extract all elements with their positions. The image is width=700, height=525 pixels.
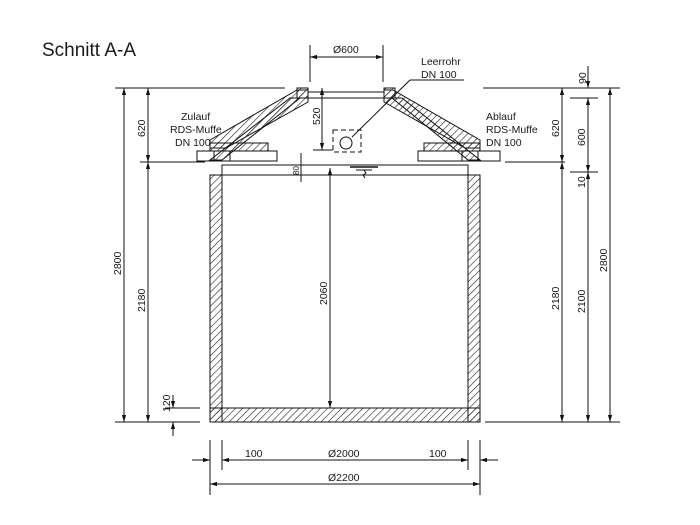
dim-opening-label: Ø600 bbox=[333, 44, 359, 56]
dim-cover: 80 bbox=[292, 166, 301, 175]
dim-right-offset: 90 bbox=[577, 72, 589, 84]
dim-opening bbox=[309, 45, 384, 82]
dim-right-water: 2100 bbox=[576, 289, 588, 313]
dim-bottom: 120 bbox=[161, 394, 173, 412]
conduit-label-2: DN 100 bbox=[421, 69, 457, 81]
dim-outer-diameter: Ø2200 bbox=[328, 472, 360, 484]
conduit-pipe bbox=[332, 79, 464, 153]
dim-inner-diameter: Ø2000 bbox=[328, 448, 360, 460]
dim-wall-right: 100 bbox=[429, 448, 447, 460]
tank-body bbox=[209, 164, 481, 423]
section-title: Schnitt A-A bbox=[42, 40, 136, 61]
dim-cone-height: 520 bbox=[311, 107, 323, 125]
dim-right-gap: 10 bbox=[576, 176, 588, 188]
dim-inner-height: 2060 bbox=[318, 281, 330, 305]
outlet-label-2: RDS-Muffe bbox=[486, 124, 538, 136]
inlet-label-2: RDS-Muffe bbox=[170, 124, 222, 136]
dim-wall-left: 100 bbox=[245, 448, 263, 460]
water-level-symbol bbox=[350, 166, 378, 179]
conduit-label-1: Leerrohr bbox=[421, 56, 461, 68]
dim-right-total: 2800 bbox=[598, 248, 610, 272]
outlet-label-1: Ablauf bbox=[486, 111, 516, 123]
cone-section bbox=[208, 87, 482, 161]
dim-left-body: 2180 bbox=[136, 288, 148, 312]
outlet-label-3: DN 100 bbox=[486, 137, 522, 149]
dim-right-inlet: 600 bbox=[576, 128, 588, 146]
inlet-label-1: Zulauf bbox=[181, 111, 210, 123]
dim-right-body: 2180 bbox=[550, 286, 562, 310]
dim-left-total: 2800 bbox=[112, 251, 124, 275]
inlet-label-3: DN 100 bbox=[175, 137, 211, 149]
dim-left-top: 620 bbox=[136, 119, 148, 137]
pipes bbox=[196, 150, 501, 162]
reference-lines bbox=[115, 87, 620, 423]
dim-right-top: 620 bbox=[550, 119, 562, 137]
